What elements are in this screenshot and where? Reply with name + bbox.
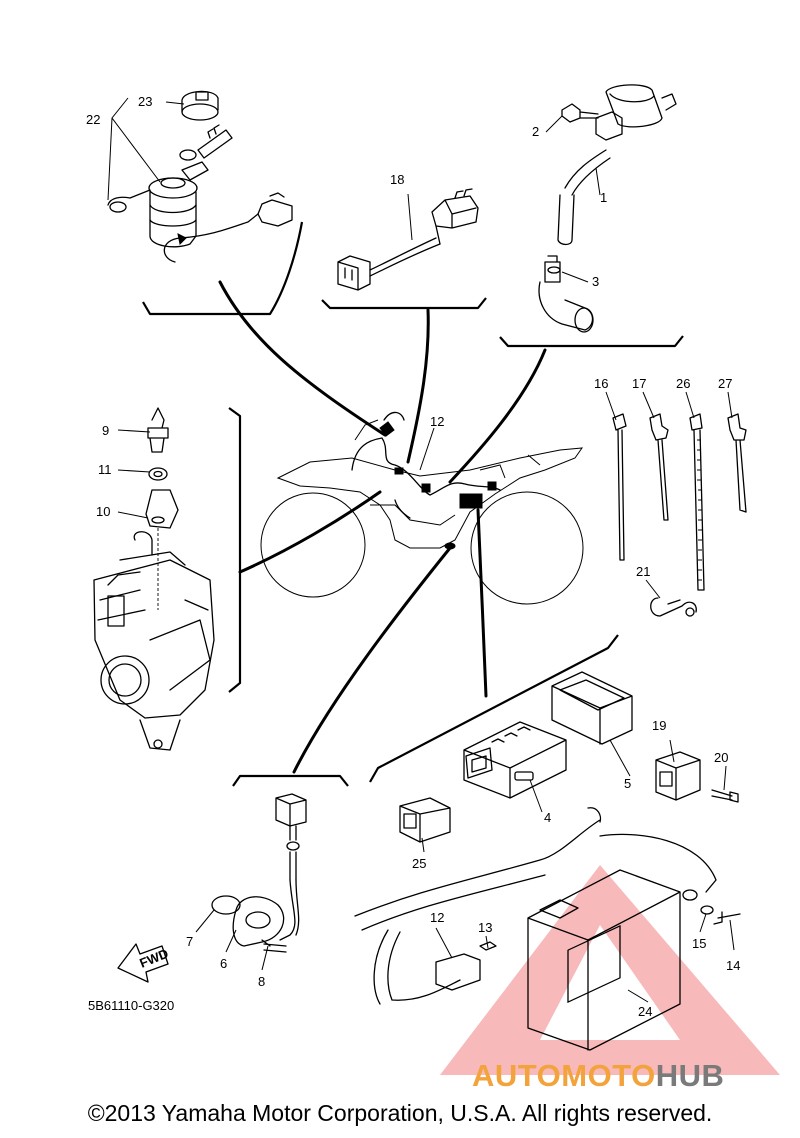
diagram-code: 5B61110-G320 [88, 998, 174, 1013]
callout-21: 21 [636, 564, 650, 579]
sensor-assembly [211, 793, 307, 953]
cable-ties [612, 413, 747, 617]
callout-8: 8 [258, 974, 265, 989]
callout-3: 3 [592, 274, 599, 289]
callout-14: 14 [726, 958, 740, 973]
watermark-triangle [440, 865, 780, 1075]
callout-7: 7 [186, 934, 193, 949]
callout-22: 22 [86, 112, 100, 127]
callout-17: 17 [632, 376, 646, 391]
callout-15: 15 [692, 936, 706, 951]
callout-5: 5 [624, 776, 631, 791]
callout-12-bike: 12 [430, 414, 444, 429]
callout-12-battery: 12 [430, 910, 444, 925]
watermark-brand: AUTOMOTOHUB [472, 1058, 724, 1094]
callout-20: 20 [714, 750, 728, 765]
copyright-text: ©2013 Yamaha Motor Corporation, U.S.A. A… [87, 1100, 713, 1126]
watermark-text-2: HUB [655, 1058, 725, 1093]
callout-27: 27 [718, 376, 732, 391]
fwd-label: FWD [137, 946, 170, 971]
callout-11: 11 [98, 462, 112, 477]
bike-harness [351, 411, 501, 550]
group-leaders [218, 280, 547, 774]
ignition-coil-assembly [538, 84, 677, 333]
callout-4: 4 [544, 810, 551, 825]
callout-1: 1 [600, 190, 607, 205]
spark-plug-and-carb [93, 407, 215, 751]
watermark-text-1: AUTOMOTO [472, 1058, 656, 1093]
callout-6: 6 [220, 956, 227, 971]
fwd-arrow-icon: FWD [117, 943, 171, 983]
callout-labels: 1 2 3 4 5 6 7 8 9 10 11 12 12 13 14 15 1… [86, 94, 740, 1019]
main-switch-assembly [107, 90, 293, 263]
callout-2: 2 [532, 124, 539, 139]
callout-24: 24 [638, 1004, 652, 1019]
callout-leaders [107, 97, 735, 1003]
callout-25: 25 [412, 856, 426, 871]
callout-19: 19 [652, 718, 666, 733]
motorcycle-outline [260, 419, 584, 605]
callout-23: 23 [138, 94, 152, 109]
callout-13: 13 [478, 920, 492, 935]
group-brackets [142, 221, 684, 787]
battery-and-harness [354, 807, 741, 1051]
callout-18: 18 [390, 172, 404, 187]
wire-harness-18 [337, 188, 479, 291]
callout-9: 9 [102, 423, 109, 438]
cdi-and-relays [399, 671, 739, 843]
callout-16: 16 [594, 376, 608, 391]
callout-26: 26 [676, 376, 690, 391]
callout-10: 10 [96, 504, 110, 519]
